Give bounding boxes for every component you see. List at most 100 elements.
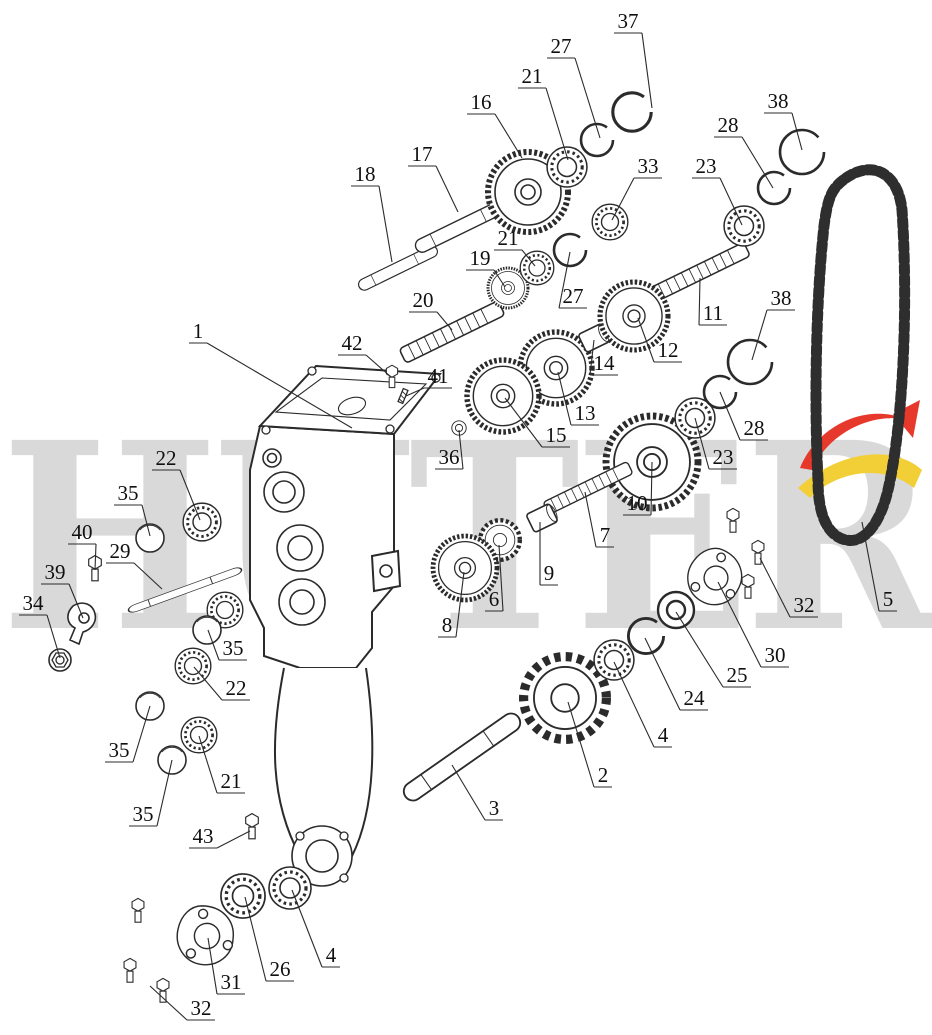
part-21-bearing [179, 715, 219, 755]
callout-36: 36 [435, 429, 464, 470]
svg-text:17: 17 [412, 142, 433, 166]
callout-22: 22 [193, 666, 250, 701]
callout-31: 31 [207, 937, 245, 995]
svg-text:24: 24 [684, 686, 706, 710]
callout-10: 10 [623, 461, 653, 516]
callout-27: 27 [558, 251, 587, 309]
part-25-seal-collar [656, 590, 696, 630]
part-2-sprocket [524, 657, 607, 740]
svg-text:16: 16 [471, 90, 492, 114]
callout-2: 2 [567, 701, 612, 788]
callout-35: 35 [105, 705, 151, 763]
svg-text:19: 19 [470, 246, 491, 270]
svg-text:9: 9 [544, 561, 555, 585]
svg-text:2: 2 [598, 763, 609, 787]
callout-16: 16 [467, 90, 523, 159]
svg-text:25: 25 [727, 663, 748, 687]
callout-42: 42 [338, 331, 392, 378]
svg-text:30: 30 [765, 643, 786, 667]
svg-text:37: 37 [618, 9, 639, 33]
callout-12: 12 [637, 317, 682, 363]
part-37-ring [611, 91, 653, 133]
svg-text:35: 35 [223, 636, 244, 660]
callout-22: 22 [152, 446, 201, 521]
svg-text:13: 13 [575, 401, 596, 425]
svg-text:4: 4 [326, 943, 337, 967]
callout-8: 8 [438, 571, 465, 638]
svg-text:41: 41 [428, 364, 449, 388]
svg-text:36: 36 [439, 445, 460, 469]
callout-3: 3 [451, 764, 503, 821]
part-3-output-shaft [399, 708, 525, 806]
callout-28: 28 [719, 391, 768, 441]
svg-text:38: 38 [771, 286, 792, 310]
svg-text:18: 18 [355, 162, 376, 186]
part-5-drive-chain [810, 164, 911, 546]
part-38-ring [778, 128, 826, 176]
part-35-cap [192, 615, 222, 645]
callout-30: 30 [717, 581, 789, 668]
svg-text:23: 23 [713, 445, 734, 469]
svg-text:33: 33 [638, 154, 659, 178]
part-27-circlip [552, 232, 588, 268]
callout-19: 19 [466, 246, 506, 288]
svg-text:22: 22 [226, 676, 247, 700]
callout-7: 7 [584, 491, 614, 548]
svg-text:3: 3 [489, 796, 500, 820]
callout-27: 27 [547, 34, 601, 139]
upper-shaft-assembly [356, 91, 826, 303]
callout-11: 11 [698, 277, 727, 326]
callout-32: 32 [149, 985, 215, 1021]
callout-34: 34 [19, 591, 61, 659]
svg-text:1: 1 [193, 319, 204, 343]
svg-text:38: 38 [768, 89, 789, 113]
part-26-bearing [219, 872, 267, 920]
svg-text:26: 26 [270, 957, 291, 981]
svg-text:8: 8 [442, 613, 453, 637]
part-38-ring [726, 338, 774, 386]
logo-red-flag [893, 400, 920, 438]
part-22-bearing [173, 646, 213, 686]
part-1-gearbox-housing [249, 364, 442, 887]
callout-35: 35 [114, 481, 151, 537]
callout-28: 28 [714, 113, 774, 189]
callout-32: 32 [759, 557, 818, 618]
svg-text:35: 35 [118, 481, 139, 505]
part-15-gear [467, 360, 539, 432]
callout-15: 15 [504, 397, 570, 448]
svg-text:43: 43 [193, 824, 214, 848]
part-21-bearing [545, 145, 589, 189]
part-22-bearing [181, 501, 223, 543]
svg-text:32: 32 [794, 593, 815, 617]
callout-17: 17 [408, 142, 459, 213]
svg-text:7: 7 [600, 523, 611, 547]
part-32-bolt [131, 897, 145, 923]
callout-40: 40 [68, 520, 97, 571]
svg-text:29: 29 [110, 539, 131, 563]
part-4-bearing [267, 865, 313, 911]
part-21-bearing [518, 249, 556, 287]
svg-text:10: 10 [627, 491, 648, 515]
svg-text:21: 21 [498, 226, 519, 250]
part-4-bearing [592, 638, 636, 682]
callout-23: 23 [692, 154, 743, 226]
svg-text:6: 6 [489, 587, 500, 611]
svg-text:15: 15 [546, 423, 567, 447]
svg-text:27: 27 [551, 34, 572, 58]
part-34-nut [48, 648, 72, 672]
svg-text:42: 42 [342, 331, 363, 355]
callout-21: 21 [198, 735, 245, 794]
callout-20: 20 [409, 288, 453, 331]
svg-text:39: 39 [45, 560, 66, 584]
svg-text:21: 21 [221, 769, 242, 793]
callout-39: 39 [41, 560, 84, 619]
part-43-plug [245, 813, 259, 840]
callout-9: 9 [539, 522, 558, 586]
part-8-gear [433, 536, 497, 600]
svg-text:20: 20 [413, 288, 434, 312]
svg-text:27: 27 [563, 284, 584, 308]
svg-text:12: 12 [658, 338, 679, 362]
